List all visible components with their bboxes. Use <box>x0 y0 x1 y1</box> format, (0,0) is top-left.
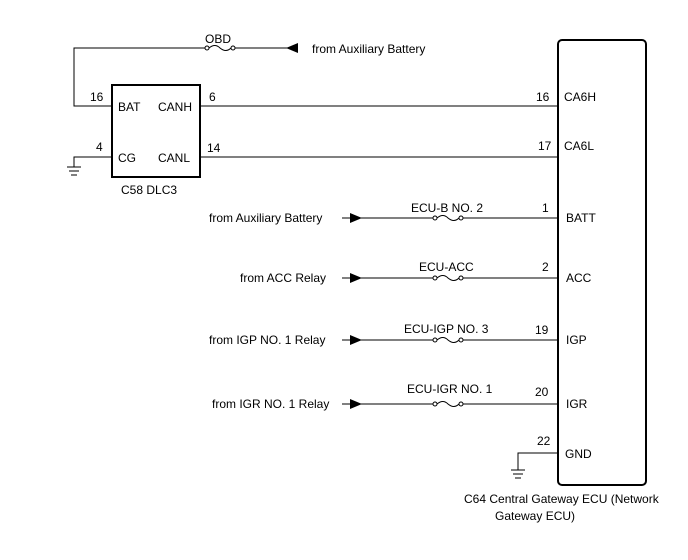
input-source-label: from ACC Relay <box>240 271 326 285</box>
input-fuse-label: ECU-IGP NO. 3 <box>404 322 489 336</box>
dlc3-box <box>111 84 201 178</box>
ecu-num-igp: 19 <box>535 323 549 337</box>
ecu-pin-batt: BATT <box>566 211 596 225</box>
dlc3-num-bat: 16 <box>90 90 104 104</box>
ecu-num-ca6l: 17 <box>538 139 552 153</box>
ecu-num-igr: 20 <box>535 385 549 399</box>
input-source-label: from Auxiliary Battery <box>209 211 322 225</box>
obd-fuse-terminal-left <box>204 45 210 51</box>
fuse-icon <box>436 275 460 281</box>
ecu-pin-igr: IGR <box>566 397 588 411</box>
ecu-num-batt: 1 <box>542 201 549 215</box>
input-igr: from IGR NO. 1 Relay ECU-IGR NO. 1 <box>212 382 558 411</box>
arrow-right-icon <box>350 213 362 223</box>
dlc3-ground-wire <box>73 156 112 167</box>
obd-wire-left <box>73 47 205 107</box>
ecu-label-line2: Gateway ECU) <box>495 509 575 523</box>
input-acc: from ACC Relay ECU-ACC <box>240 260 558 285</box>
arrow-right-icon <box>350 335 362 345</box>
ecu-box <box>557 39 647 486</box>
obd-fuse-terminal-right <box>230 45 236 51</box>
input-source-label: from IGR NO. 1 Relay <box>212 397 329 411</box>
input-batt: from Auxiliary Battery ECU-B NO. 2 <box>209 201 558 225</box>
ecu-ground-wire <box>517 452 558 470</box>
ecu-ground <box>511 452 558 479</box>
dlc3-ground <box>67 156 112 176</box>
arrow-left-icon <box>286 43 298 53</box>
input-source-label: from IGP NO. 1 Relay <box>209 333 325 347</box>
arrow-right-icon <box>350 399 362 409</box>
input-igp: from IGP NO. 1 Relay ECU-IGP NO. 3 <box>209 322 558 347</box>
dlc3-num-canl: 14 <box>207 141 221 155</box>
ecu-label-line1: C64 Central Gateway ECU (Network <box>464 492 660 506</box>
dlc3-connector: BAT CANH CG CANL 16 6 4 14 C58 DLC3 <box>90 84 221 197</box>
obd-fuse-label: OBD <box>205 32 231 46</box>
fuse-icon <box>436 215 460 221</box>
central-gateway-ecu: CA6H CA6L BATT ACC IGP IGR GND 16 17 1 2… <box>464 39 660 523</box>
ecu-pin-acc: ACC <box>566 271 592 285</box>
ecu-pin-ca6l: CA6L <box>564 139 594 153</box>
fuse-icon <box>436 337 460 343</box>
obd-fuse-icon <box>208 45 232 51</box>
ecu-num-ca6h: 16 <box>536 90 550 104</box>
arrow-right-icon <box>350 273 362 283</box>
fuse-icon <box>436 401 460 407</box>
ecu-pin-ca6h: CA6H <box>564 90 596 104</box>
ecu-num-gnd: 22 <box>537 434 551 448</box>
input-fuse-label: ECU-IGR NO. 1 <box>407 382 493 396</box>
dlc3-pin-canh: CANH <box>158 100 192 114</box>
top-source-label: from Auxiliary Battery <box>312 42 425 56</box>
dlc3-num-cg: 4 <box>96 140 103 154</box>
obd-supply-circuit: OBD from Auxiliary Battery <box>73 32 425 107</box>
dlc3-pin-cg: CG <box>118 151 136 165</box>
dlc3-label: C58 DLC3 <box>121 183 177 197</box>
ecu-num-acc: 2 <box>542 260 549 274</box>
dlc3-pin-canl: CANL <box>158 151 190 165</box>
dlc3-num-canh: 6 <box>209 90 216 104</box>
ecu-pin-igp: IGP <box>566 333 587 347</box>
input-fuse-label: ECU-ACC <box>419 260 474 274</box>
dlc3-pin-bat: BAT <box>118 100 141 114</box>
ecu-pin-gnd: GND <box>565 447 592 461</box>
input-fuse-label: ECU-B NO. 2 <box>411 201 483 215</box>
